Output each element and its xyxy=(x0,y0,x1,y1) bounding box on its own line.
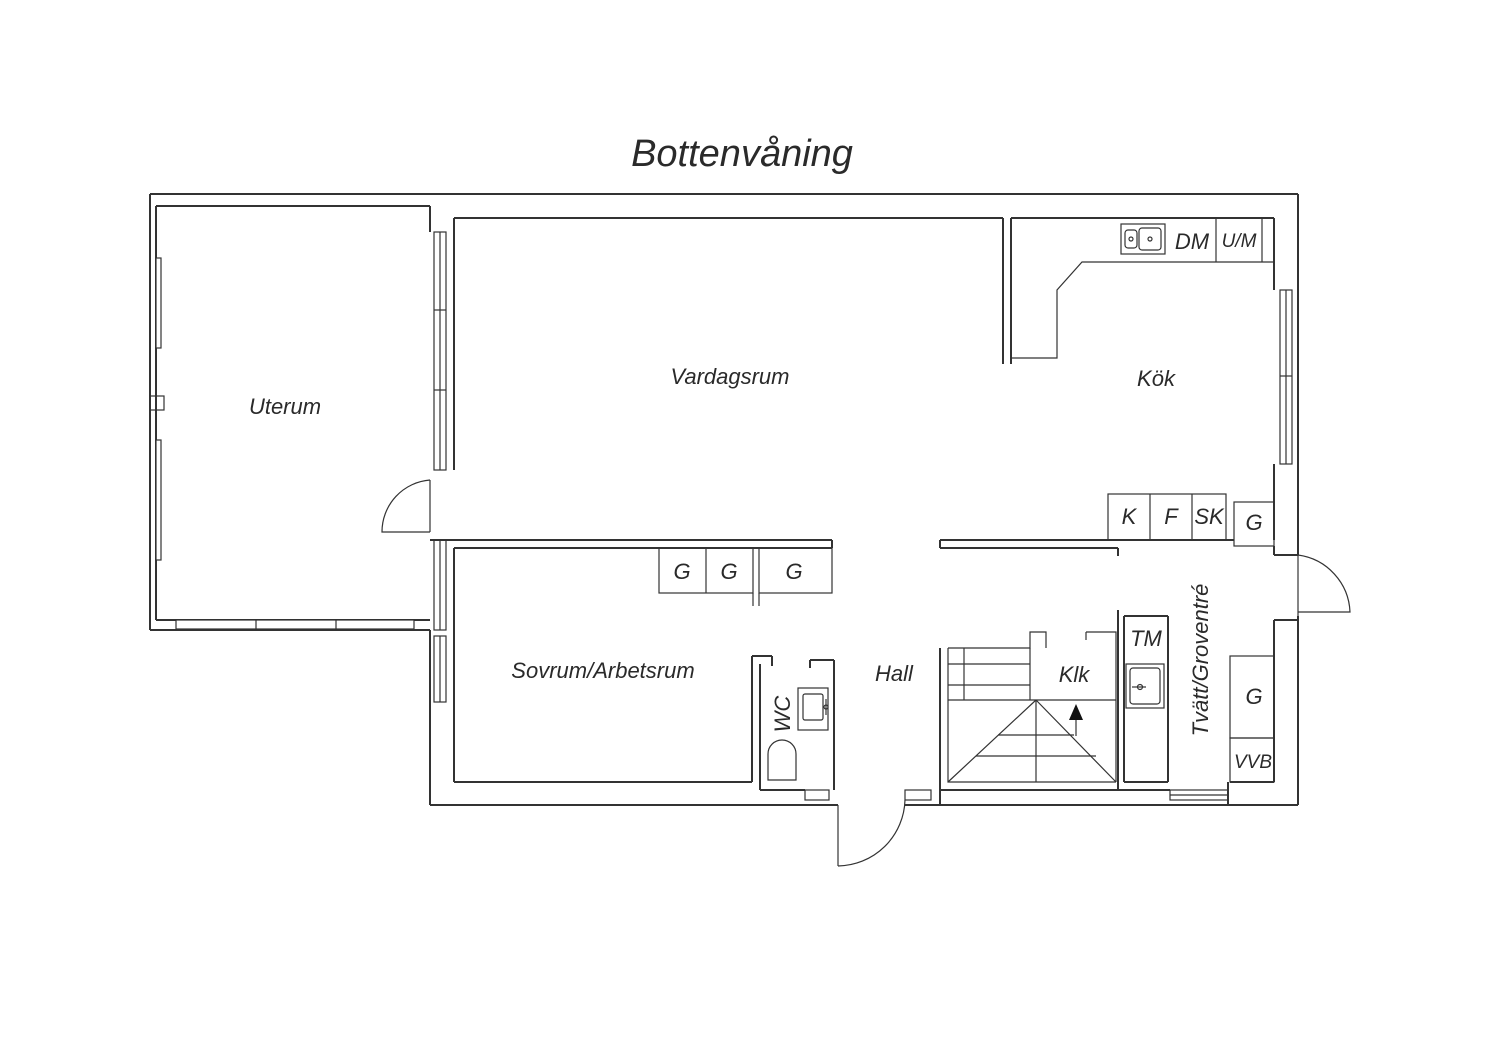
room-label-tvatt: Tvätt/Groventré xyxy=(1188,584,1213,737)
outer-walls xyxy=(149,193,1299,806)
room-label-hall: Hall xyxy=(875,661,914,686)
wc-room xyxy=(759,659,835,801)
hall-room xyxy=(837,789,941,867)
toilet-icon xyxy=(767,739,797,781)
fixture-g-tvatt: G xyxy=(1245,684,1262,709)
stair-arrow-icon xyxy=(1069,704,1083,720)
fixture-sk: SK xyxy=(1194,504,1225,529)
fixture-f: F xyxy=(1164,504,1179,529)
sink-icon xyxy=(1120,223,1166,255)
uterum-room xyxy=(149,205,447,703)
room-label-vardagsrum: Vardagsrum xyxy=(670,364,789,389)
door-swing-icon xyxy=(381,479,431,533)
tvatt-room xyxy=(1117,546,1351,805)
fixture-vvb: VVB xyxy=(1234,752,1272,773)
fixture-tm: TM xyxy=(1130,626,1162,651)
fixture-g-kok: G xyxy=(1245,510,1262,535)
vardagsrum-room xyxy=(430,217,1004,549)
sink-icon xyxy=(1125,663,1165,709)
fixture-dm: DM xyxy=(1175,229,1210,254)
kok-room xyxy=(939,217,1293,556)
fixture-k: K xyxy=(1122,504,1138,529)
fixture-g-sovrum-2: G xyxy=(720,559,737,584)
fixture-um: U/M xyxy=(1222,231,1257,252)
room-label-wc: WC xyxy=(770,696,795,733)
room-label-sovrum: Sovrum/Arbetsrum xyxy=(511,658,694,683)
room-label-klk: Klk xyxy=(1059,662,1091,687)
fixture-g-sovrum-3: G xyxy=(785,559,802,584)
room-label-kok: Kök xyxy=(1137,366,1176,391)
sovrum-room xyxy=(453,547,833,783)
sink-icon xyxy=(797,687,829,731)
fixture-g-sovrum-1: G xyxy=(673,559,690,584)
room-label-uterum: Uterum xyxy=(249,394,321,419)
door-swing-icon xyxy=(1297,554,1351,613)
door-swing-icon xyxy=(837,799,906,867)
plan-title: Bottenvåning xyxy=(631,133,853,175)
stairs xyxy=(939,631,1170,791)
